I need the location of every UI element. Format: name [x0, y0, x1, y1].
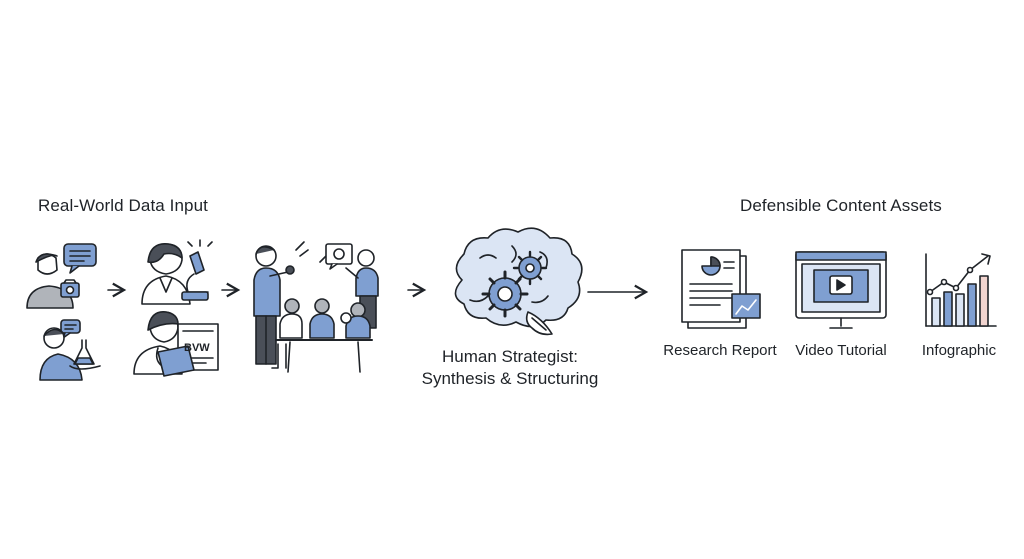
doctor-newspaper-icon	[133, 311, 219, 377]
person-with-flask-icon	[39, 319, 101, 381]
strategist-label: Human Strategist: Synthesis & Structurin…	[412, 346, 608, 390]
input-section-title: Real-World Data Input	[38, 196, 208, 215]
team-meeting-icon	[253, 241, 379, 373]
newspaper-text: BVW	[184, 342, 210, 354]
video-tutorial-icon	[795, 251, 887, 329]
brain-gears-icon	[454, 227, 583, 336]
asset-label-research-report: Research Report	[663, 342, 777, 359]
research-report-icon	[681, 249, 761, 329]
output-section-title: Defensible Content Assets	[740, 196, 942, 215]
strategist-subtitle: Synthesis & Structuring	[421, 369, 599, 388]
asset-label-infographic: Infographic	[921, 342, 997, 359]
person-with-camera-icon	[26, 243, 97, 309]
scientist-microscope-icon	[141, 239, 213, 305]
strategist-title: Human Strategist:	[441, 347, 579, 366]
infographic-chart-icon	[925, 253, 997, 327]
asset-label-video-tutorial: Video Tutorial	[795, 342, 887, 359]
